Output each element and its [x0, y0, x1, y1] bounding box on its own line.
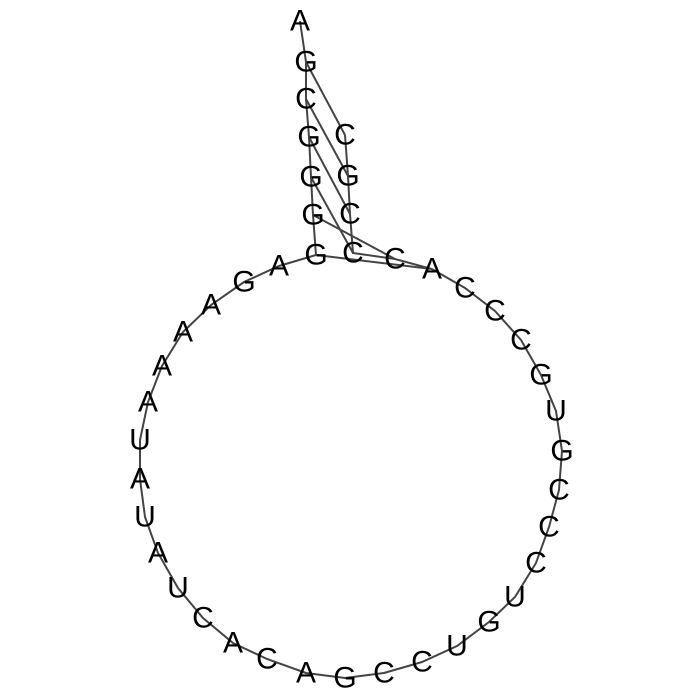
nucleotide-A: A	[296, 657, 316, 690]
base-pair-bond	[308, 136, 351, 215]
base-pair-bonds	[305, 61, 433, 270]
nucleotide-G: G	[301, 199, 324, 232]
backbone-line	[139, 20, 564, 680]
nucleotide-C: C	[510, 324, 532, 357]
nucleotide-C: C	[454, 272, 476, 305]
nucleotide-U: U	[129, 424, 151, 457]
nucleotide-G: G	[297, 121, 320, 154]
nucleotide-A: A	[148, 537, 168, 570]
nucleotide-C: C	[295, 83, 317, 116]
nucleotide-A: A	[138, 386, 158, 419]
base-pair-bond	[315, 254, 433, 270]
nucleotide-G: G	[529, 359, 552, 392]
nucleotide-A: A	[201, 289, 221, 322]
nucleotide-U: U	[504, 581, 526, 614]
nucleotide-C: C	[484, 295, 506, 328]
nucleotide-A: A	[422, 253, 442, 286]
nucleotide-A: A	[223, 627, 243, 660]
nucleotide-G: G	[477, 606, 500, 639]
nucleotide-C: C	[342, 237, 364, 270]
nucleotide-C: C	[334, 119, 356, 152]
nucleotide-A: A	[173, 316, 193, 349]
nucleotide-C: C	[192, 602, 214, 635]
nucleotide-C: C	[538, 511, 560, 544]
nucleotide-U: U	[446, 630, 468, 663]
nucleotide-U: U	[134, 501, 156, 534]
nucleotide-A: A	[269, 250, 289, 283]
nucleotide-C: C	[256, 643, 278, 676]
nucleotide-G: G	[304, 239, 327, 272]
nucleotide-C: C	[384, 243, 406, 276]
nucleotide-C: C	[548, 474, 570, 507]
base-pair-bond	[305, 61, 346, 136]
nucleotide-C: C	[339, 198, 361, 231]
nucleotide-G: G	[294, 46, 317, 79]
nucleotide-U: U	[545, 395, 567, 428]
nucleotide-G: G	[299, 161, 322, 194]
base-pair-bond	[310, 176, 354, 254]
base-pair-bond	[305, 98, 349, 177]
nucleotide-C: C	[525, 547, 547, 580]
nucleotide-G: G	[336, 160, 359, 193]
nucleotide-G: G	[333, 662, 356, 695]
base-pair-bond	[312, 214, 396, 260]
nucleotide-A: A	[290, 5, 310, 38]
nucleotide-A: A	[130, 463, 150, 496]
nucleotide-C: C	[373, 657, 395, 690]
nucleotide-C: C	[411, 646, 433, 679]
nucleotide-G: G	[232, 266, 255, 299]
nucleotide-G: G	[550, 435, 573, 468]
nucleotide-U: U	[167, 572, 189, 605]
nucleotide-A: A	[152, 350, 172, 383]
